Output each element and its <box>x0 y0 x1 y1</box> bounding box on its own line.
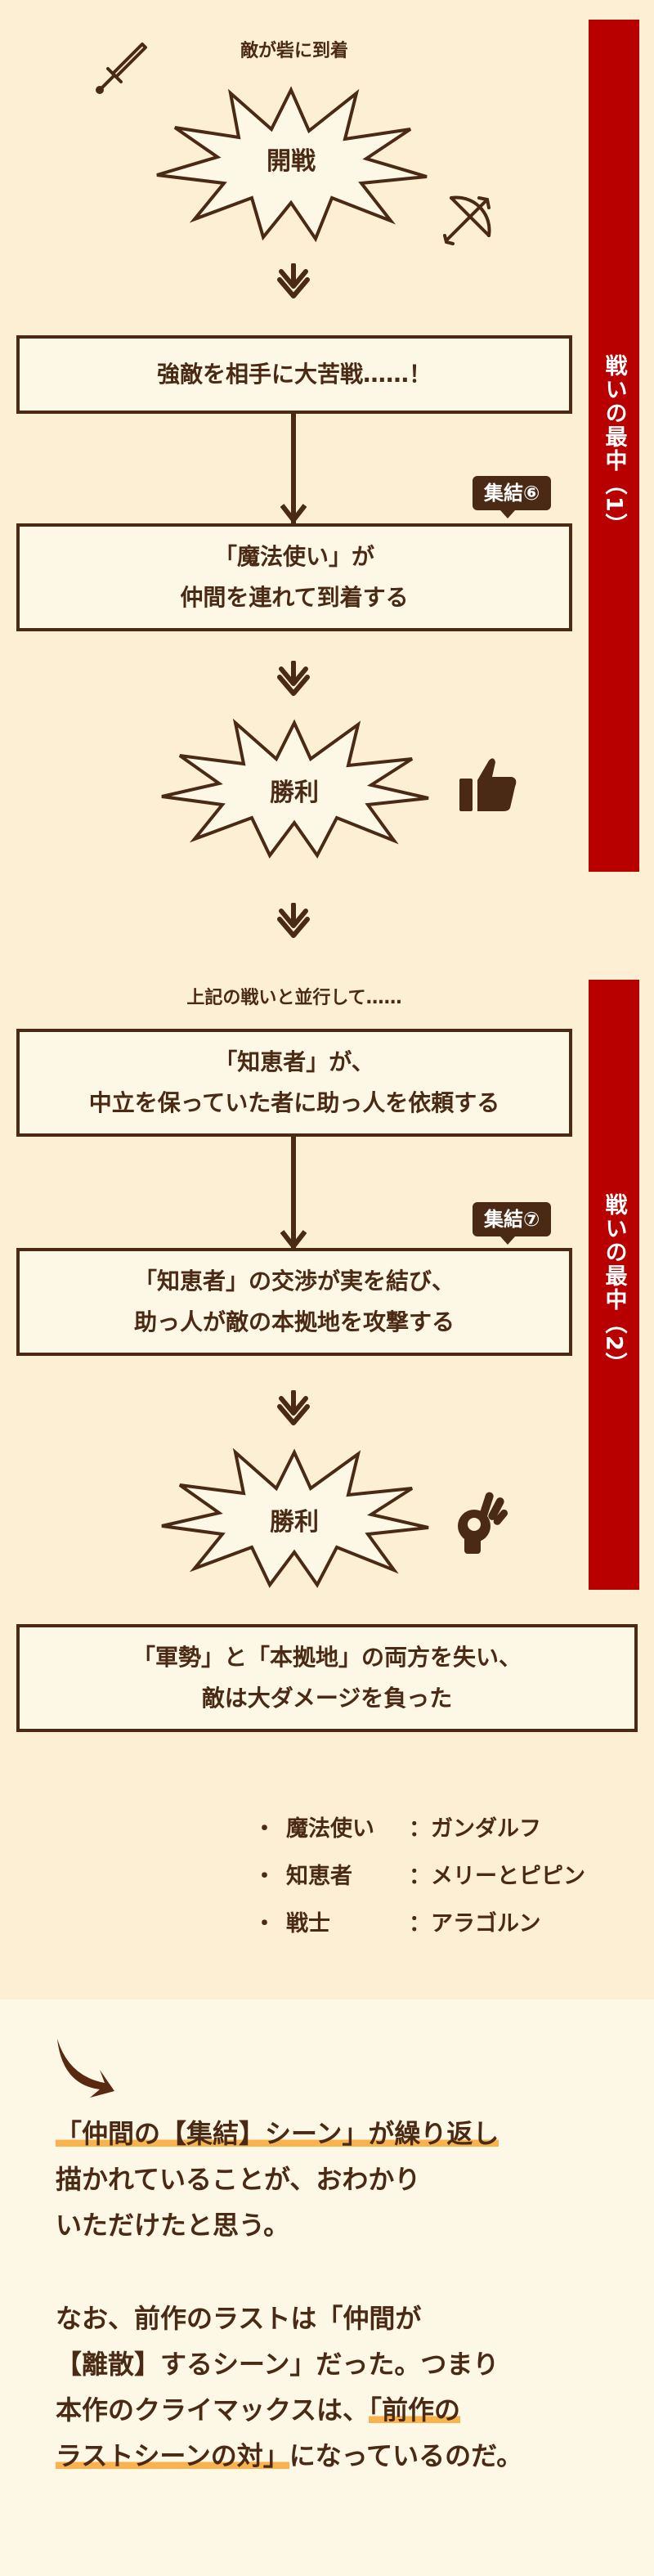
sword-icon <box>96 43 147 94</box>
wizard-arrives-box: 「魔法使い」が 仲間を連れて到着する <box>16 523 572 631</box>
highlight-gather-scene: 「仲間の【集結】シーン」が繰り返し <box>56 2118 499 2149</box>
down-arrow-4 <box>277 1390 310 1425</box>
caption-enemy-arrives: 敵が砦に到着 <box>240 41 348 61</box>
battle-1-side-bar: 戦いの最中（1） <box>589 20 639 872</box>
legend-bullet: ・ <box>253 1864 275 1889</box>
negotiation-box: 「知恵者」の交渉が実を結び、 助っ人が敵の本拠地を攻撃する <box>16 1248 572 1356</box>
legend-row: ・ 知恵者 ：メリーとピピン <box>253 1853 585 1901</box>
legend-role: 知恵者 <box>286 1864 352 1889</box>
connector-arrowhead-2 <box>280 1230 307 1249</box>
conclusion-paragraph-1: 「仲間の【集結】シーン」が繰り返し 描かれていることが、おわかり いただけたと思… <box>56 2111 499 2248</box>
character-legend: ・ 魔法使い ：ガンダルフ ・ 知恵者 ：メリーとピピン ・ 戦士 ：アラゴルン <box>253 1806 585 1948</box>
victory-label-2: 勝利 <box>270 1508 319 1537</box>
opening-label: 開戦 <box>267 147 316 176</box>
struggle-box: 強敵を相手に大苦戦……！ <box>16 335 572 414</box>
down-arrow-2 <box>277 661 310 696</box>
down-arrow-1 <box>277 263 310 298</box>
legend-row: ・ 魔法使い ：ガンダルフ <box>253 1806 585 1853</box>
legend-bullet: ・ <box>253 1816 275 1842</box>
conclusion-line: になっているのだ。 <box>289 2440 523 2471</box>
legend-role: 魔法使い <box>286 1816 374 1842</box>
legend-row: ・ 戦士 ：アラゴルン <box>253 1901 585 1948</box>
conclusion-line: 【離散】するシーン」だった。つまり <box>56 2349 499 2380</box>
conclusion-line: 本作のクライマックスは、 <box>56 2394 370 2426</box>
legend-character: ：ガンダルフ <box>409 1816 541 1842</box>
caption-parallel: 上記の戦いと並行して…… <box>186 988 402 1008</box>
battle-2-side-bar: 戦いの最中（2） <box>589 980 639 1590</box>
highlight-last-scene: ラストシーンの対」 <box>56 2440 289 2471</box>
conclusion-line: なお、前作のラストは「仲間が <box>56 2303 422 2334</box>
connector-arrowhead-1 <box>280 504 307 523</box>
legend-bullet: ・ <box>253 1911 275 1936</box>
gather-tag-7: 集結⑦ <box>473 1202 552 1245</box>
conclusion-paragraph-2: なお、前作のラストは「仲間が 【離散】するシーン」だった。つまり 本作のクライマ… <box>56 2296 522 2479</box>
victory-label-1: 勝利 <box>270 779 319 807</box>
victory-burst-2 <box>161 1447 429 1588</box>
bow-icon <box>443 195 491 245</box>
conclusion-section: 「仲間の【集結】シーン」が繰り返し 描かれていることが、おわかり いただけたと思… <box>0 1999 654 2576</box>
connector-line-2 <box>291 1137 296 1248</box>
gather-tag-6: 集結⑥ <box>473 476 552 518</box>
legend-character: ：メリーとピピン <box>409 1864 585 1889</box>
legend-character: ：アラゴルン <box>409 1911 541 1936</box>
result-box: 「軍勢」と「本拠地」の両方を失い、 敵は大ダメージを負った <box>16 1624 638 1732</box>
down-right-arrow-icon <box>57 2039 114 2098</box>
victory-burst-1 <box>161 718 429 859</box>
down-arrow-3 <box>277 903 310 938</box>
ok-hand-icon <box>458 1492 508 1554</box>
highlight-previous: 「前作の <box>369 2394 461 2426</box>
conclusion-line: 描かれていることが、おわかり <box>56 2164 421 2195</box>
advisor-request-box: 「知恵者」が、 中立を保っていた者に助っ人を依頼する <box>16 1029 572 1137</box>
connector-line-1 <box>291 414 296 523</box>
opening-burst <box>156 86 428 242</box>
legend-role: 戦士 <box>286 1911 330 1936</box>
thumbs-up-icon <box>459 758 517 811</box>
conclusion-line: いただけたと思う。 <box>56 2210 290 2241</box>
